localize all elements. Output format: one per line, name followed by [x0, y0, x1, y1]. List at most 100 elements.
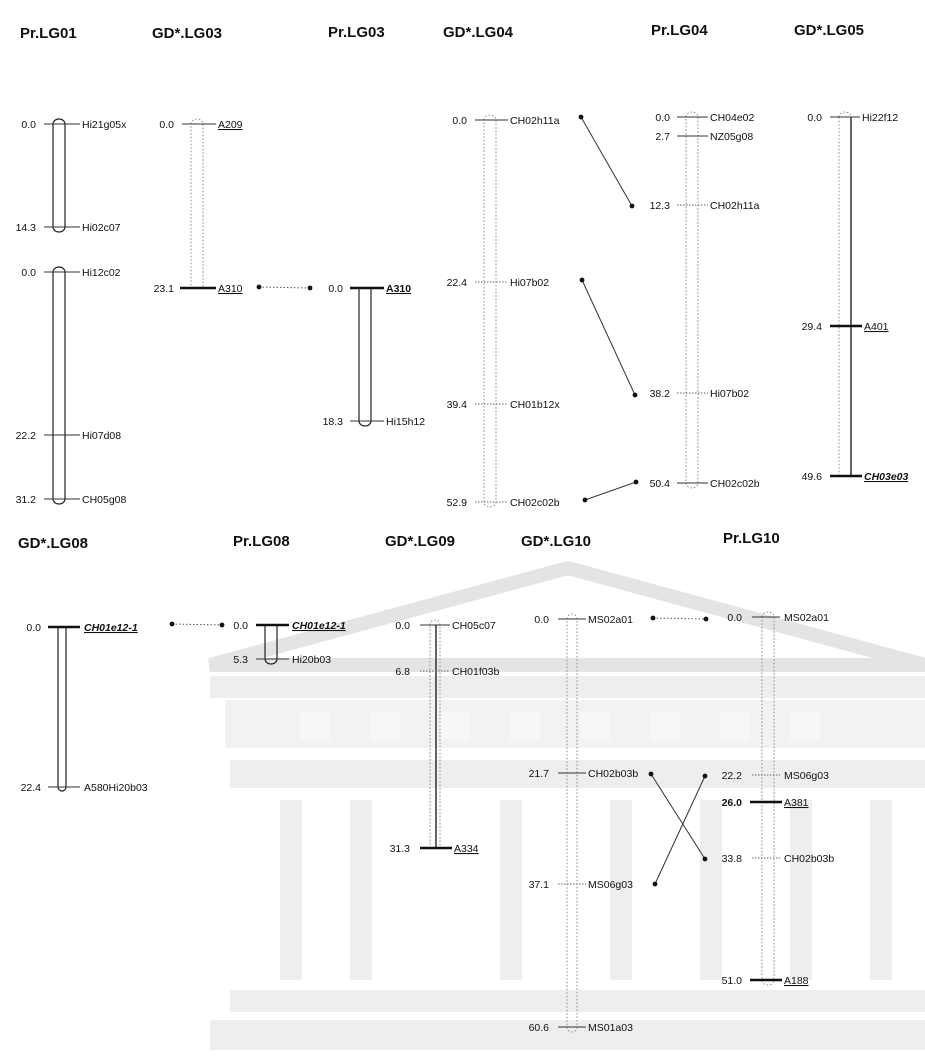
- marker-label: MS02a01: [784, 612, 829, 624]
- connector-ch02b03b: [649, 772, 708, 862]
- lg-title-pr-lg10: Pr.LG10: [723, 530, 780, 547]
- lg-title-gd-lg08: GD*.LG08: [18, 535, 88, 552]
- marker-label: CH02b03b: [784, 853, 834, 865]
- marker-position: 49.6: [802, 471, 823, 483]
- marker-position: 31.2: [16, 494, 37, 506]
- marker-position: 21.7: [529, 768, 550, 780]
- marker-label: CH04e02: [710, 112, 755, 124]
- marker-position: 5.3: [233, 654, 248, 666]
- chromosome-gd-lg03: 0.0 A209 23.1 A310: [154, 119, 243, 295]
- marker-position: 0.0: [534, 614, 549, 626]
- marker-label: A209: [218, 119, 243, 131]
- marker-label: A401: [864, 321, 889, 333]
- lg-title-gd-lg04: GD*.LG04: [443, 24, 514, 41]
- marker-label: NZ05g08: [710, 131, 753, 143]
- marker-label: Hi22f12: [862, 112, 898, 124]
- chromosome-pr-lg10: 0.0 MS02a01 22.2 MS06g03 26.0 A381 33.8 …: [722, 612, 835, 987]
- connector-ms06g03: [653, 774, 708, 887]
- lg-title-pr-lg01: Pr.LG01: [20, 25, 77, 42]
- chromosome-pr-lg03: 0.0 A310 18.3 Hi15h12: [323, 283, 426, 428]
- marker-label: A310: [386, 283, 411, 295]
- marker-label: CH01f03b: [452, 666, 499, 678]
- chromosome-gd-lg09: 0.0 CH05c07 6.8 CH01f03b 31.3 A334: [390, 620, 500, 855]
- marker-position: 51.0: [722, 975, 743, 987]
- marker-position: 18.3: [323, 416, 344, 428]
- marker-label: Hi07d08: [82, 430, 121, 442]
- marker-label: MS06g03: [588, 879, 633, 891]
- connector-ch01e12-1: [170, 622, 225, 628]
- marker-position: 0.0: [807, 112, 822, 124]
- marker-position: 52.9: [447, 497, 468, 509]
- marker-position: 0.0: [655, 112, 670, 124]
- marker-position: 22.2: [16, 430, 37, 442]
- marker-label: CH05c07: [452, 620, 496, 632]
- marker-position: 14.3: [16, 222, 37, 234]
- connector-ch02h11a: [579, 115, 635, 209]
- marker-label: Hi07b02: [510, 277, 549, 289]
- marker-position: 37.1: [529, 879, 550, 891]
- marker-position: 29.4: [802, 321, 823, 333]
- marker-label: Hi02c07: [82, 222, 121, 234]
- marker-position: 0.0: [395, 620, 410, 632]
- marker-position: 23.1: [154, 283, 175, 295]
- marker-position: 22.4: [447, 277, 468, 289]
- marker-label: CH02c02b: [710, 478, 760, 490]
- connector-hi07b02: [580, 278, 638, 398]
- marker-label: A381: [784, 797, 809, 809]
- marker-label: CH03e03: [864, 471, 909, 483]
- marker-position: 39.4: [447, 399, 468, 411]
- marker-label: Hi12c02: [82, 267, 121, 279]
- marker-position: 6.8: [395, 666, 410, 678]
- marker-position: 60.6: [529, 1022, 550, 1034]
- lg-title-gd-lg10: GD*.LG10: [521, 533, 591, 550]
- lg-title-gd-lg05: GD*.LG05: [794, 22, 864, 39]
- marker-position: 0.0: [328, 283, 343, 295]
- marker-position: 12.3: [650, 200, 671, 212]
- connector-ch02c02b: [583, 480, 639, 503]
- marker-position: 22.4: [21, 782, 42, 794]
- marker-position: 22.2: [722, 770, 743, 782]
- chromosome-gd-lg08: 0.0 CH01e12-1 22.4 A580Hi20b03: [21, 622, 148, 794]
- marker-position: 0.0: [233, 620, 248, 632]
- marker-position: 0.0: [159, 119, 174, 131]
- marker-position: 2.7: [655, 131, 670, 143]
- marker-label: CH01b12x: [510, 399, 560, 411]
- chromosome-gd-lg10: 0.0 MS02a01 21.7 CH02b03b 37.1 MS06g03 6…: [529, 614, 639, 1034]
- chromosome-pr-lg01-a: 0.0 Hi21g05x 14.3 Hi02c07: [16, 119, 128, 234]
- marker-label: CH02c02b: [510, 497, 560, 509]
- lg-title-pr-lg04: Pr.LG04: [651, 22, 708, 39]
- lg-title-pr-lg03: Pr.LG03: [328, 24, 385, 41]
- marker-label: A334: [454, 843, 479, 855]
- marker-label: CH01e12-1: [84, 622, 138, 634]
- marker-position: 33.8: [722, 853, 743, 865]
- connector-a310: [257, 285, 313, 291]
- marker-label: CH05g08: [82, 494, 127, 506]
- chromosome-pr-lg01-b: 0.0 Hi12c02 22.2 Hi07d08 31.2 CH05g08: [16, 267, 127, 506]
- marker-label: MS06g03: [784, 770, 829, 782]
- connector-ms02a01: [651, 616, 709, 622]
- marker-label: CH02b03b: [588, 768, 638, 780]
- marker-position: 0.0: [21, 267, 36, 279]
- marker-label: Hi21g05x: [82, 119, 127, 131]
- marker-position: 31.3: [390, 843, 411, 855]
- lg-title-gd-lg03: GD*.LG03: [152, 25, 222, 42]
- chromosome-gd-lg05: 0.0 Hi22f12 29.4 A401 49.6 CH03e03: [802, 112, 909, 483]
- marker-label: CH02h11a: [710, 200, 760, 212]
- marker-position: 26.0: [722, 797, 743, 809]
- marker-label: Hi20b03: [292, 654, 331, 666]
- chromosome-gd-lg04: 0.0 CH02h11a 22.4 Hi07b02 39.4 CH01b12x …: [447, 115, 561, 509]
- lg-title-gd-lg09: GD*.LG09: [385, 533, 455, 550]
- chromosome-pr-lg08: 0.0 CH01e12-1 5.3 Hi20b03: [233, 620, 345, 666]
- marker-label: A580Hi20b03: [84, 782, 148, 794]
- marker-label: Hi07b02: [710, 388, 749, 400]
- marker-label: MS02a01: [588, 614, 633, 626]
- marker-position: 0.0: [21, 119, 36, 131]
- marker-label: MS01a03: [588, 1022, 633, 1034]
- marker-label: CH01e12-1: [292, 620, 346, 632]
- marker-label: A188: [784, 975, 809, 987]
- marker-position: 50.4: [650, 478, 671, 490]
- marker-label: CH02h11a: [510, 115, 560, 127]
- marker-label: Hi15h12: [386, 416, 425, 428]
- lg-title-pr-lg08: Pr.LG08: [233, 533, 290, 550]
